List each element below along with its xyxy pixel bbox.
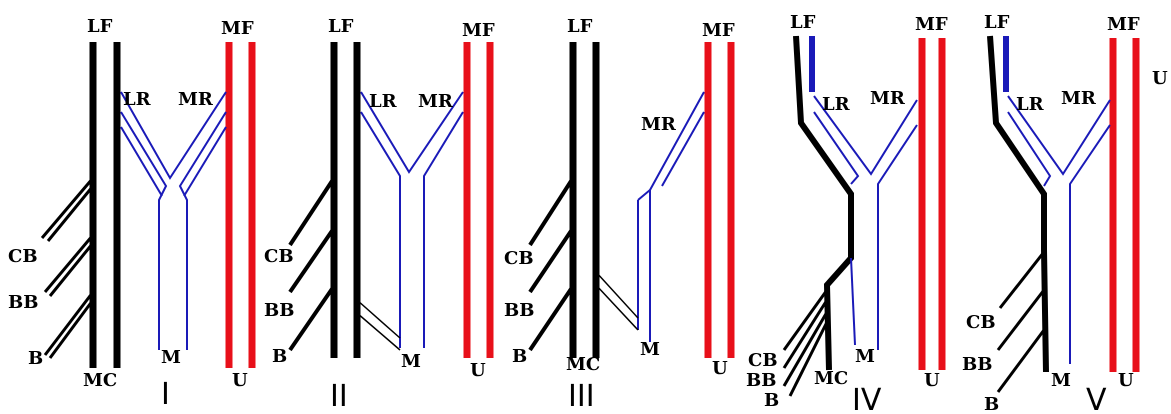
bb-label: BB bbox=[264, 300, 294, 321]
cb-label: CB bbox=[504, 248, 534, 269]
mf-label: MF bbox=[221, 18, 254, 39]
panel-2: LF MF LR MR CB BB B M U II bbox=[264, 16, 495, 414]
u-label: U bbox=[1118, 370, 1134, 391]
radial-y-branch bbox=[360, 91, 464, 348]
panel-numeral: III bbox=[568, 379, 595, 414]
bb-label: BB bbox=[8, 292, 38, 313]
mf-label: MF bbox=[462, 20, 495, 41]
lr-label: LR bbox=[369, 91, 398, 112]
bb-label: BB bbox=[962, 354, 992, 375]
radial-y-branch bbox=[120, 91, 227, 350]
mc-label: MC bbox=[566, 354, 600, 375]
m-label: M bbox=[161, 347, 181, 368]
u-label-top: U bbox=[1152, 68, 1168, 89]
lr-label: LR bbox=[822, 94, 851, 115]
cb-label: CB bbox=[748, 350, 778, 371]
mr-label: MR bbox=[641, 114, 677, 135]
b-label: B bbox=[984, 394, 999, 414]
lf-label: LF bbox=[567, 16, 593, 37]
radial-y-branch bbox=[1007, 95, 1111, 364]
mr-label: MR bbox=[418, 91, 454, 112]
cb-label: CB bbox=[966, 312, 996, 333]
u-label: U bbox=[232, 370, 248, 391]
panel-5: LF MF LR MR U CB BB B M U V bbox=[962, 12, 1168, 414]
panel-3: LF MF MR CB BB B MC M U III bbox=[504, 16, 735, 414]
b-label: B bbox=[512, 346, 527, 367]
lf-label: LF bbox=[87, 16, 113, 37]
b-label: B bbox=[272, 346, 287, 367]
lf-label: LF bbox=[984, 12, 1010, 33]
bb-label: BB bbox=[746, 370, 776, 391]
mc-label: MC bbox=[814, 368, 848, 389]
panel-numeral: IV bbox=[852, 383, 882, 414]
radial-y-branch bbox=[813, 95, 918, 350]
b-label: B bbox=[764, 390, 779, 411]
lf-main-bone bbox=[793, 35, 854, 371]
side-rays bbox=[782, 289, 829, 397]
m-label: M bbox=[1051, 370, 1071, 391]
mf-label: MF bbox=[1107, 14, 1140, 35]
mf-label: MF bbox=[702, 20, 735, 41]
panel-4: LF MF LR MR CB BB B MC M U IV bbox=[746, 12, 948, 414]
lr-label: LR bbox=[123, 89, 152, 110]
bb-label: BB bbox=[504, 300, 534, 321]
panel-numeral: I bbox=[161, 377, 170, 412]
u-label: U bbox=[470, 360, 486, 381]
panel-1: LF MF LR MR CB BB B MC M U I bbox=[8, 16, 256, 412]
radial-branch bbox=[637, 91, 705, 342]
lf-label: LF bbox=[328, 16, 354, 37]
side-rays bbox=[40, 177, 95, 359]
b-label: B bbox=[28, 348, 43, 369]
mr-label: MR bbox=[1061, 88, 1097, 109]
lr-label: LR bbox=[1016, 94, 1045, 115]
cb-label: CB bbox=[8, 246, 38, 267]
m-label: M bbox=[855, 346, 875, 367]
cb-label: CB bbox=[264, 246, 294, 267]
lf-label: LF bbox=[790, 12, 816, 33]
mr-label: MR bbox=[870, 88, 906, 109]
m-label: M bbox=[640, 339, 660, 360]
mc-label: MC bbox=[83, 370, 117, 391]
u-label: U bbox=[924, 370, 940, 391]
side-rays bbox=[528, 176, 639, 352]
panel-numeral: V bbox=[1086, 383, 1107, 414]
side-rays bbox=[996, 251, 1046, 393]
panel-numeral: II bbox=[330, 379, 348, 414]
m-label: M bbox=[401, 351, 421, 372]
mr-label: MR bbox=[178, 89, 214, 110]
u-label: U bbox=[712, 358, 728, 379]
mf-label: MF bbox=[915, 14, 948, 35]
side-rays bbox=[288, 176, 401, 352]
